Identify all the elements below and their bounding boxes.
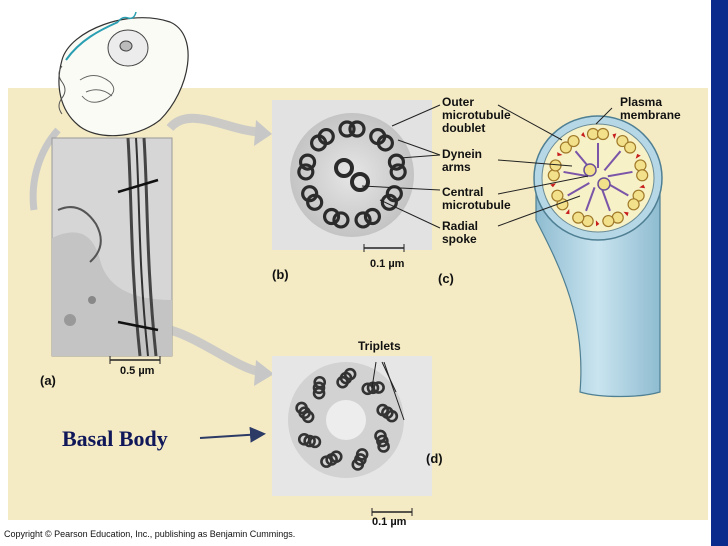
label-radial-spoke: Radial spoke xyxy=(442,219,479,246)
label-triplets: Triplets xyxy=(358,339,401,353)
arrow-to-b-head xyxy=(254,120,272,146)
scale-label-b: 0.1 µm xyxy=(370,258,405,270)
label-outer-doublet: Outer microtubule doublet xyxy=(442,95,511,135)
arrow-cell xyxy=(29,127,61,211)
leader-lines xyxy=(361,104,613,229)
scale-label-a: 0.5 µm xyxy=(120,365,155,377)
cut-line-upper xyxy=(117,178,159,194)
side-bar xyxy=(711,0,728,546)
micrograph-a xyxy=(51,137,173,364)
micrograph-d xyxy=(272,356,432,516)
label-basal-body: Basal Body xyxy=(62,426,168,451)
copyright-text: Copyright © Pearson Education, Inc., pub… xyxy=(4,529,296,539)
label-central-microtubule: Central microtubule xyxy=(442,185,511,212)
cell-sketch xyxy=(58,11,189,137)
basal-body-arrow xyxy=(199,426,266,443)
scale-label-d: 0.1 µm xyxy=(372,516,407,528)
arrow-to-b xyxy=(166,113,263,137)
micrograph-b xyxy=(272,100,432,252)
label-c: (c) xyxy=(438,271,454,286)
label-d: (d) xyxy=(426,451,443,466)
label-plasma-membrane: Plasma membrane xyxy=(620,95,681,122)
cilium-diagram xyxy=(533,115,663,398)
label-a: (a) xyxy=(40,373,56,388)
label-dynein-arms: Dynein arms xyxy=(442,147,483,174)
arrow-to-d xyxy=(168,325,263,377)
cut-line-lower xyxy=(117,320,159,332)
label-b: (b) xyxy=(272,267,289,282)
arrow-to-d-head xyxy=(254,360,274,386)
